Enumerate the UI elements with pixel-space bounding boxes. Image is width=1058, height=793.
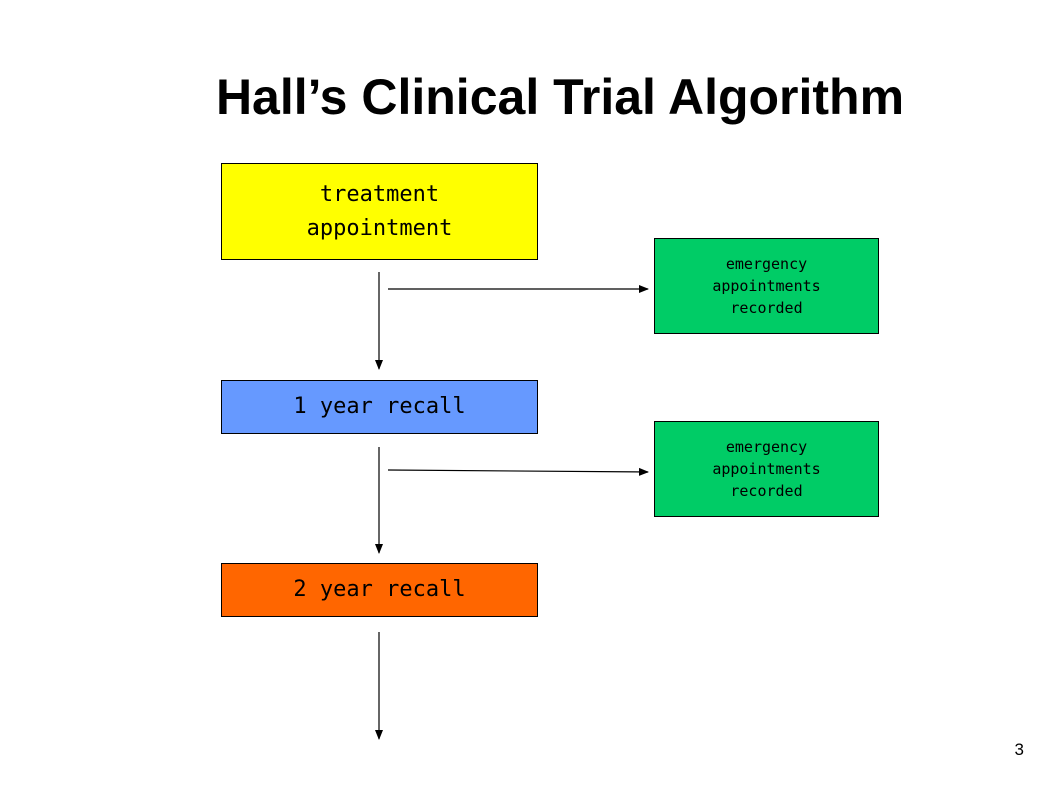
emergency-2-line-2: appointments [712,460,821,478]
one-year-recall-label: 1 year recall [293,394,466,419]
emergency-1-line-3: recorded [730,299,803,317]
emergency-2-line-1: emergency [725,438,808,456]
emergency-1-line-2: appointments [712,277,821,295]
two-year-recall-label: 2 year recall [293,577,466,602]
arrow-recall-1-to-emergency-2 [387,467,649,476]
treatment-appointment-box: treatment appointment [221,163,538,260]
emergency-2-line-3: recorded [730,482,803,500]
two-year-recall-box: 2 year recall [221,563,538,617]
page-number: 3 [1014,740,1024,759]
treatment-appointment-line-1: treatment [319,181,440,207]
one-year-recall-box: 1 year recall [221,380,538,434]
emergency-appointments-box-1: emergency appointments recorded [654,238,879,334]
emergency-1-line-1: emergency [725,255,808,273]
emergency-appointments-box-2: emergency appointments recorded [654,421,879,517]
treatment-appointment-line-2: appointment [306,215,453,241]
slide-title: Hall’s Clinical Trial Algorithm [215,69,905,125]
